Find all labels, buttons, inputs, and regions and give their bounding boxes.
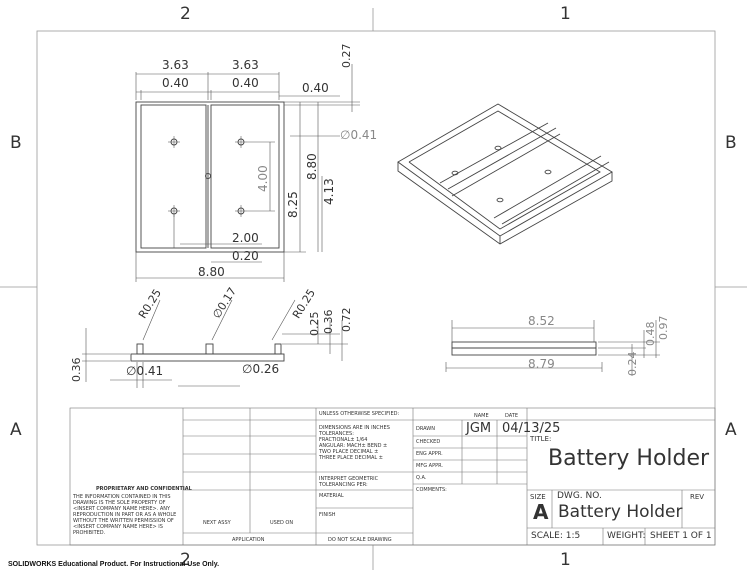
material-label: MATERIAL (319, 493, 344, 499)
tolerance-line-6: THREE PLACE DECIMAL ± (319, 455, 383, 461)
dim-0-40-mid: 0.40 (232, 76, 259, 90)
size-value: A (533, 500, 549, 524)
educational-watermark-note: SOLIDWORKS Educational Product. For Inst… (8, 561, 220, 568)
comments-label: COMMENTS: (416, 487, 447, 493)
weight-label: WEIGHT: (607, 531, 646, 541)
checked-label: CHECKED (416, 439, 441, 445)
drawn-name: JGM (466, 421, 492, 436)
top-view-dimension-lines (135, 64, 360, 282)
proprietary-line-6: <INSERT COMPANY NAME HERE> IS (73, 524, 163, 530)
tolerance-header: UNLESS OTHERWISE SPECIFIED: (319, 411, 400, 417)
dim-0-24: 0.24 (626, 351, 639, 377)
dim-0-36-right: 0.36 (322, 309, 335, 335)
dim-8-80-vertical: 8.80 (305, 153, 319, 180)
date-header: DATE (505, 413, 519, 419)
tolerance-line-2: TOLERANCES: (319, 431, 354, 437)
eng-appr-label: ENG APPR. (416, 451, 443, 457)
finish-label: FINISH (319, 512, 336, 518)
dim-8-52: 8.52 (528, 314, 555, 328)
mfg-appr-label: MFG APPR. (416, 463, 443, 469)
rev-label: REV (690, 493, 705, 501)
qa-label: Q.A. (416, 475, 427, 481)
dim-8-25: 8.25 (286, 191, 300, 218)
interpret-line-2: TOLERANCING PER: (319, 482, 368, 488)
dim-8-80-horizontal: 8.80 (198, 265, 225, 279)
proprietary-line-5: WITHOUT THE WRITTEN PERMISSION OF (73, 518, 174, 524)
dim-dia-0-41-front: ∅0.41 (126, 364, 164, 378)
title-label: TITLE: (530, 435, 552, 443)
dim-3-63-right: 3.63 (232, 58, 259, 72)
front-view-dimension-lines (82, 299, 348, 388)
dim-dia-0-26: ∅0.26 (242, 362, 280, 376)
proprietary-line-1: THE INFORMATION CONTAINED IN THIS (73, 494, 171, 500)
dim-0-40-right: 0.40 (302, 81, 329, 95)
dim-0-36-left: 0.36 (70, 357, 83, 383)
tolerance-line-4: ANGULAR: MACH± BEND ± (319, 443, 388, 449)
dim-2-00: 2.00 (232, 231, 259, 245)
name-header: NAME (474, 413, 489, 419)
front-view (130, 343, 285, 362)
dim-4-13: 4.13 (322, 178, 336, 205)
dim-4-00: 4.00 (256, 165, 270, 192)
zone-label-left-a: A (10, 420, 22, 440)
zone-label-left-b: B (10, 133, 22, 153)
sheet-number: SHEET 1 OF 1 (650, 531, 712, 541)
zone-label-top-2: 2 (180, 4, 191, 24)
dim-0-72: 0.72 (340, 307, 353, 333)
tolerance-line-5: TWO PLACE DECIMAL ± (319, 449, 379, 455)
isometric-view (397, 103, 613, 245)
proprietary-title: PROPRIETARY AND CONFIDENTIAL (96, 486, 192, 492)
side-view-dimension-lines (445, 320, 660, 376)
dim-0-20: 0.20 (232, 249, 259, 263)
dwg-no-value: Battery Holder (558, 502, 683, 522)
dim-hole-dia-0-41: ∅0.41 (340, 128, 378, 142)
zone-label-right-b: B (725, 133, 737, 153)
tolerance-line-1: DIMENSIONS ARE IN INCHES (319, 425, 390, 431)
next-assy-label: NEXT ASSY (203, 520, 231, 526)
side-view (451, 341, 597, 356)
zone-label-top-1: 1 (560, 4, 571, 24)
dim-0-27: 0.27 (340, 43, 353, 69)
zone-label-bottom-1: 1 (560, 550, 571, 570)
drawing-title: Battery Holder (548, 446, 710, 471)
drawn-date: 04/13/25 (502, 421, 561, 436)
top-view (135, 101, 285, 253)
drawn-label: DRAWN (416, 426, 435, 432)
dim-8-79: 8.79 (528, 357, 555, 371)
application-label: APPLICATION (232, 537, 265, 543)
scale-value: SCALE: 1:5 (531, 531, 581, 541)
title-block-grid (69, 407, 716, 546)
proprietary-line-4: REPRODUCTION IN PART OR AS A WHOLE (73, 512, 177, 518)
dim-0-48: 0.48 (644, 321, 657, 347)
proprietary-line-3: <INSERT COMPANY NAME HERE>. ANY (73, 506, 171, 512)
dim-0-25: 0.25 (308, 311, 321, 337)
dim-3-63-left: 3.63 (162, 58, 189, 72)
used-on-label: USED ON (270, 520, 294, 526)
proprietary-line-2: DRAWING IS THE SOLE PROPERTY OF (73, 500, 166, 506)
dim-0-40-left: 0.40 (162, 76, 189, 90)
zone-label-right-a: A (725, 420, 737, 440)
dim-0-97: 0.97 (657, 315, 670, 341)
do-not-scale-label: DO NOT SCALE DRAWING (328, 537, 392, 543)
zone-label-bottom-2: 2 (180, 550, 191, 570)
size-label: SIZE (530, 493, 546, 501)
dwg-no-label: DWG. NO. (557, 491, 602, 501)
interpret-line-1: INTERPRET GEOMETRIC (319, 476, 379, 482)
tolerance-line-3: FRACTIONAL± 1/64 (319, 437, 368, 443)
proprietary-line-7: PROHIBITED. (73, 530, 106, 536)
